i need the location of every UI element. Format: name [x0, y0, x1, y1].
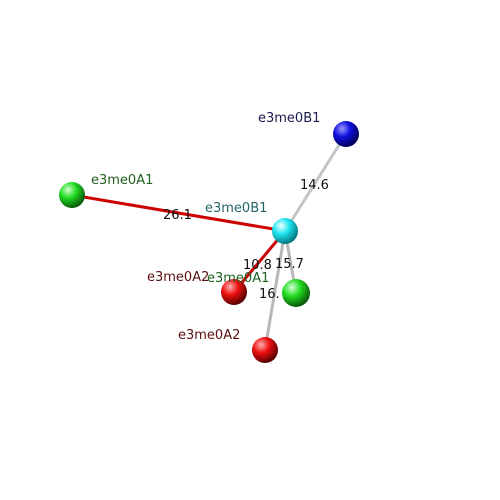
distance-label-cyan-blue: 14.6 [300, 178, 329, 193]
bond-cyan-red-upper [232, 230, 287, 293]
atom-label-green-left: e3me0A1 [91, 173, 153, 188]
bonds [71, 133, 348, 351]
distance-labels: 14.6 26.1 10.8 15.7 16. [163, 178, 329, 302]
atom-label-green-lower: e3me0A1 [207, 271, 269, 286]
atoms [59, 121, 359, 363]
atom-cyan-sphere [272, 218, 298, 244]
distance-label-cyan-red-lower: 16. [259, 287, 280, 302]
atom-red-lower-sphere [252, 337, 278, 363]
atom-label-red-upper: e3me0A2 [147, 270, 209, 285]
bond-cyan-red-lower [263, 230, 287, 351]
distance-label-cyan-green-left: 26.1 [163, 208, 192, 223]
bond-cyan-green-left [71, 193, 286, 233]
atom-red-upper-sphere [221, 279, 247, 305]
atom-labels: e3me0B1 e3me0A1 e3me0B1 e3me0A2 e3me0A1 … [91, 111, 320, 343]
atom-blue-sphere [333, 121, 359, 147]
atom-green-left-sphere [59, 182, 85, 208]
atom-green-lower-sphere [282, 279, 310, 307]
bond-cyan-blue [283, 133, 348, 232]
distance-label-cyan-red-upper: 10.8 [243, 258, 272, 273]
atom-label-blue: e3me0B1 [258, 111, 320, 126]
atom-label-red-lower: e3me0A2 [178, 328, 240, 343]
distance-label-cyan-green-lower: 15.7 [275, 257, 304, 272]
atom-label-cyan: e3me0B1 [205, 201, 267, 216]
